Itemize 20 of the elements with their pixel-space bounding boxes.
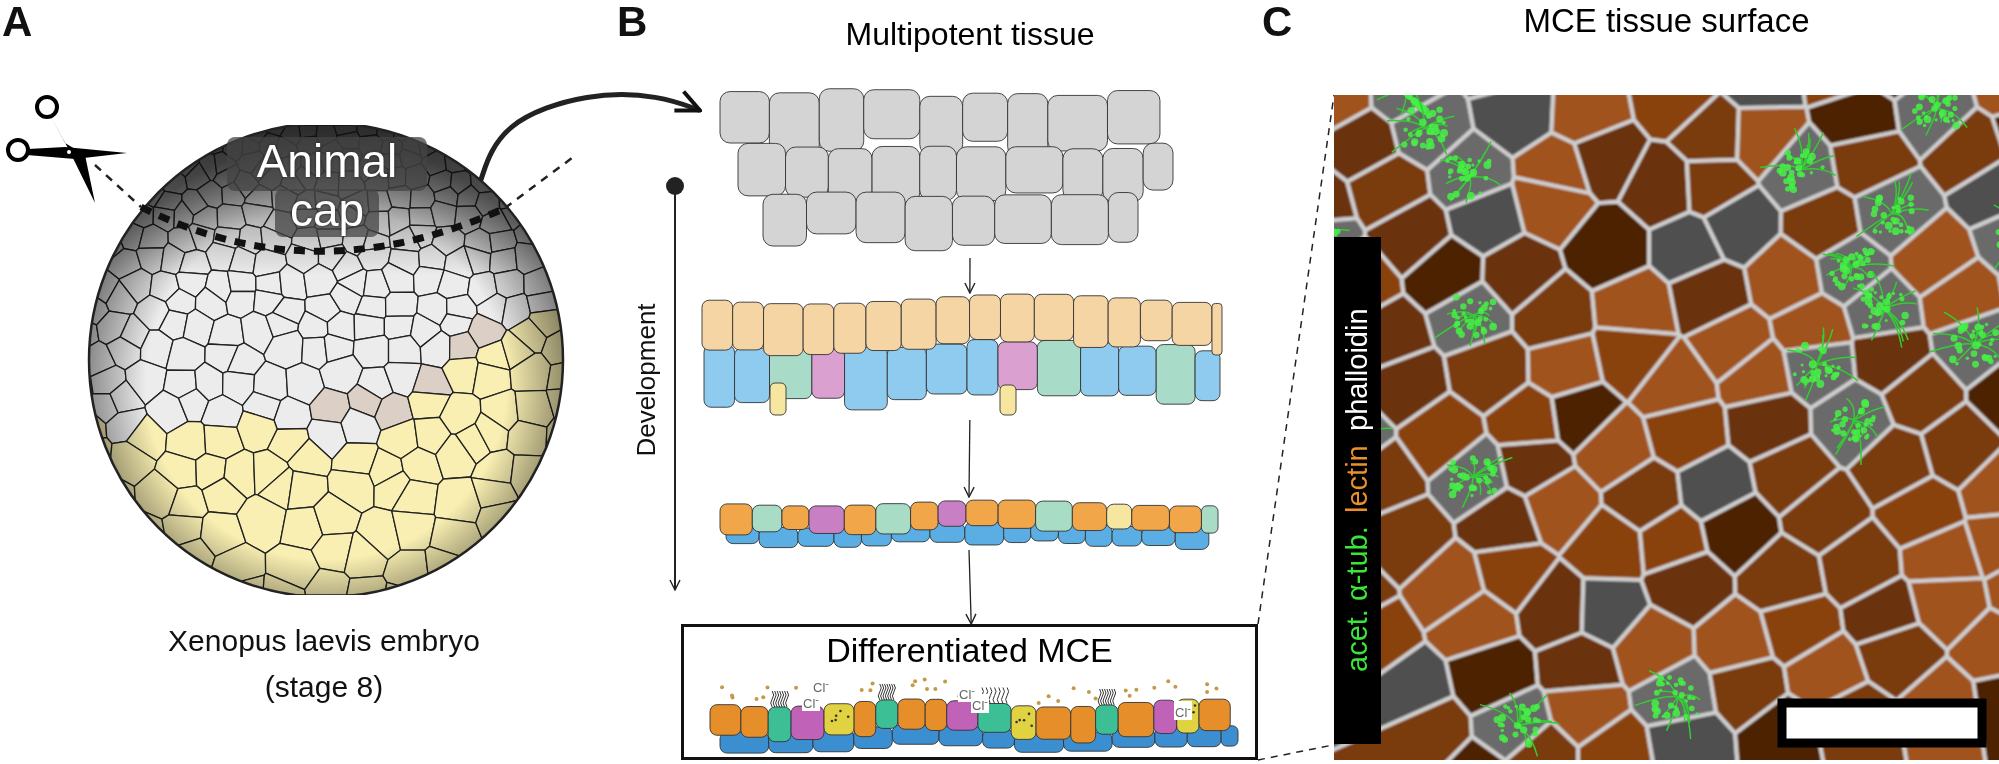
stain-label: phalloidin — [1341, 308, 1374, 432]
ion-label: Cl$^{-}$ — [802, 692, 820, 712]
panel-letter: A — [2, 0, 33, 46]
panel-title: MCE tissue surface — [1522, 2, 1811, 40]
axis-label: Development — [630, 303, 662, 457]
stage-title: Multipotent tissue — [844, 16, 1096, 53]
ion-label: Cl$^{-}$ — [971, 694, 989, 714]
stain-label: lectin — [1341, 445, 1374, 513]
arrow — [965, 549, 977, 625]
arrow — [963, 419, 975, 498]
panel-letter: C — [1262, 0, 1293, 46]
ion-label: Cl$^{-}$ — [1174, 701, 1192, 721]
node-label: Xenopus laevis embryo (stage 8) — [167, 623, 481, 705]
stain-label: acet. α-tub. — [1341, 526, 1374, 673]
arrow — [964, 257, 976, 294]
panel-letter: B — [617, 0, 648, 46]
stage-box — [681, 624, 1258, 760]
arrow — [477, 89, 702, 183]
stage-title: Differentiated MCE — [825, 631, 1114, 670]
region-label: Animal cap — [255, 137, 399, 235]
